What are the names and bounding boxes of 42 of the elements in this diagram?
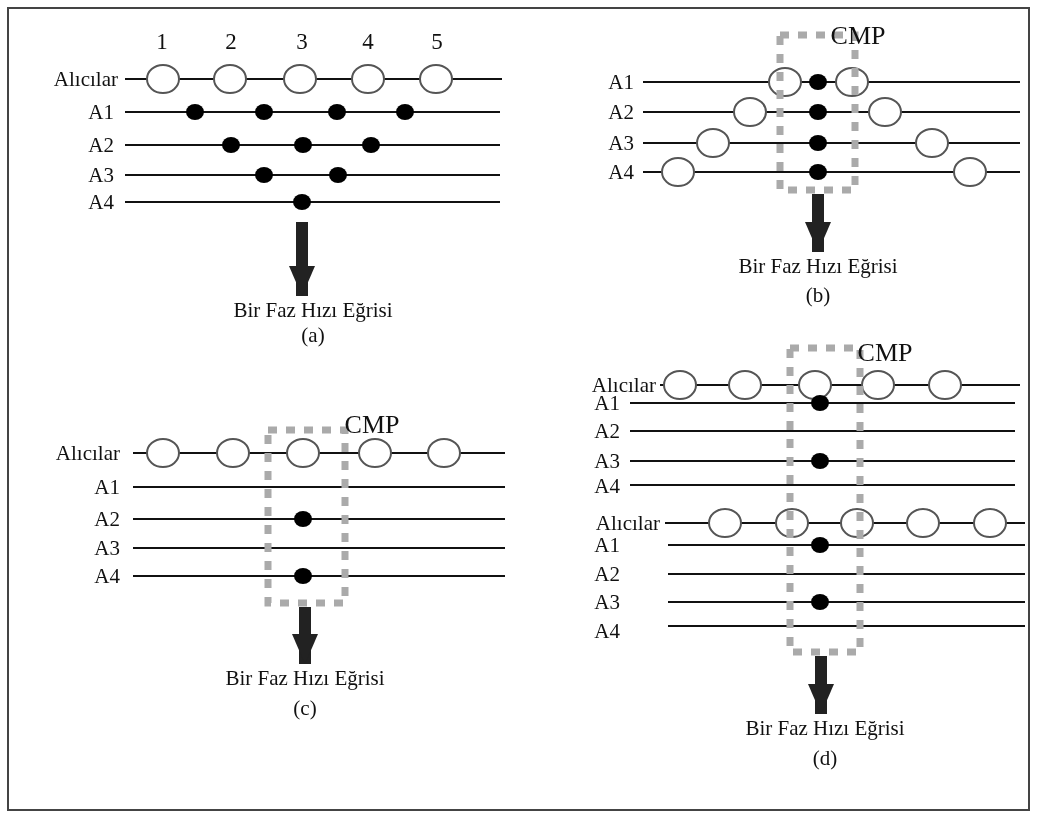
arrow <box>805 194 831 252</box>
row-label: A3 <box>88 163 114 187</box>
row-label: Alıcılar <box>595 511 660 535</box>
row-label: A1 <box>594 533 620 557</box>
result-label: Bir Faz Hızı Eğrisi <box>738 254 898 278</box>
panel-label: (b) <box>805 283 831 307</box>
cmp-label: CMP <box>344 413 400 437</box>
row-label: A2 <box>608 100 634 124</box>
row-label: A2 <box>88 133 114 157</box>
row-label: A3 <box>594 590 620 614</box>
row-label: A2 <box>94 507 120 531</box>
result-label: Bir Faz Hızı Eğrisi <box>225 666 385 690</box>
panel-label: (c) <box>293 696 317 720</box>
result-label: Bir Faz Hızı Eğrisi <box>233 298 393 322</box>
row-label: A4 <box>594 474 620 498</box>
row-label: Alıcılar <box>53 67 118 91</box>
receiver-number: 3 <box>296 30 308 54</box>
row-label: A1 <box>608 70 634 94</box>
result-label: Bir Faz Hızı Eğrisi <box>745 716 905 740</box>
panel-label: (a) <box>301 323 325 347</box>
row-label: A1 <box>88 100 114 124</box>
row-label: A3 <box>594 449 620 473</box>
panel-label: (d) <box>812 746 838 770</box>
row-label: A4 <box>608 160 634 184</box>
arrow <box>292 607 318 664</box>
cmp-label: CMP <box>830 24 886 48</box>
row-label: A4 <box>594 619 620 643</box>
receiver-number: 4 <box>362 30 374 54</box>
row-label: A4 <box>88 190 114 214</box>
arrow <box>808 656 834 714</box>
row-label: A4 <box>94 564 120 588</box>
cmp-label: CMP <box>857 341 913 365</box>
receiver-number: 5 <box>431 30 443 54</box>
receiver-number: 1 <box>156 30 168 54</box>
arrow <box>289 222 315 296</box>
row-label: A2 <box>594 562 620 586</box>
row-label: A3 <box>94 536 120 560</box>
receiver-number: 2 <box>225 30 237 54</box>
row-label: A2 <box>594 419 620 443</box>
row-label: Alıcılar <box>55 441 120 465</box>
row-label: A3 <box>608 131 634 155</box>
row-label: A1 <box>94 475 120 499</box>
